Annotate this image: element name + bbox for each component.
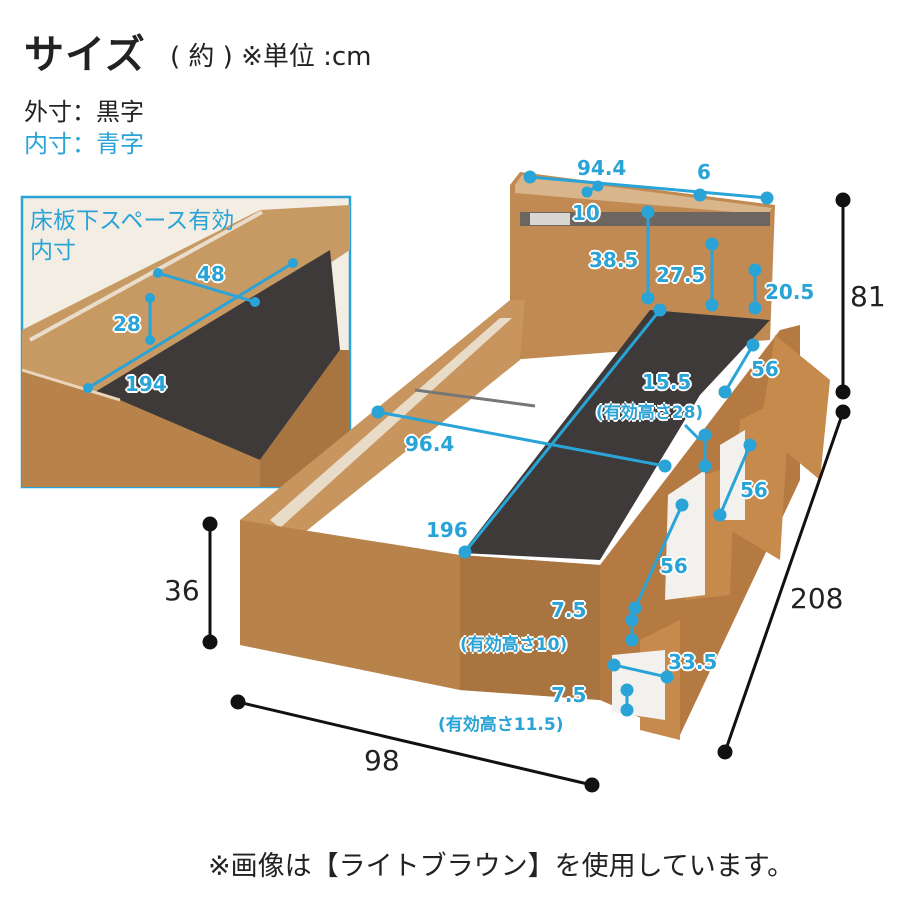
drawer-height-a-note: (有効高さ28)	[596, 403, 704, 423]
drawer-height-b-note: (有効高さ10)	[460, 635, 568, 655]
legend-outer: 外寸：黒字	[24, 98, 144, 126]
drawer-height-c-label: 7.5	[551, 683, 587, 707]
inset-height-label: 28	[113, 312, 141, 336]
bed-board	[462, 310, 770, 560]
outer-frame-height: 36	[164, 574, 200, 607]
drawer-height-b-label: 7.5	[551, 598, 587, 622]
headboard-h3-label: 20.5	[765, 280, 815, 304]
inset-width-label: 48	[197, 262, 225, 286]
footnote: ※画像は【ライトブラウン】を使用しています。	[208, 851, 795, 882]
headboard-gap-label: 10	[572, 201, 600, 225]
outer-length: 208	[790, 582, 844, 615]
inset-title: 床板下スペース有効内寸	[30, 208, 235, 264]
headboard-h1-label: 38.5	[589, 248, 639, 272]
drawer-height-a-label: 15.5	[642, 370, 692, 394]
legend-inner: 内寸：青字	[24, 130, 144, 158]
headboard-width-label: 94.4	[577, 156, 627, 180]
outer-dim-lines	[202, 192, 851, 793]
inset-length-label: 194	[125, 372, 167, 396]
drawer-depth-1-label: 56	[751, 357, 779, 381]
drawer-depth-2-label: 56	[740, 478, 768, 502]
inset-panel	[20, 195, 352, 489]
headboard-h2-label: 27.5	[656, 263, 706, 287]
mattress-width-label: 96.4	[405, 432, 455, 456]
bed-body	[240, 172, 830, 740]
mattress-length-label: 196	[426, 518, 468, 542]
drawer-depth-3-label: 56	[660, 554, 688, 578]
inset-under-board	[90, 250, 340, 460]
outer-height-total: 81	[850, 280, 886, 313]
unit-note: ( 約 ) ※単位 :cm	[170, 42, 372, 72]
page-title: サイズ	[24, 32, 146, 78]
drawer-width-label: 33.5	[668, 650, 718, 674]
drawer-height-c-note: (有効高さ11.5)	[438, 715, 564, 735]
inner-dim-lines	[371, 170, 774, 717]
outer-width: 98	[364, 744, 400, 777]
headboard-depth-label: 6	[697, 160, 711, 184]
